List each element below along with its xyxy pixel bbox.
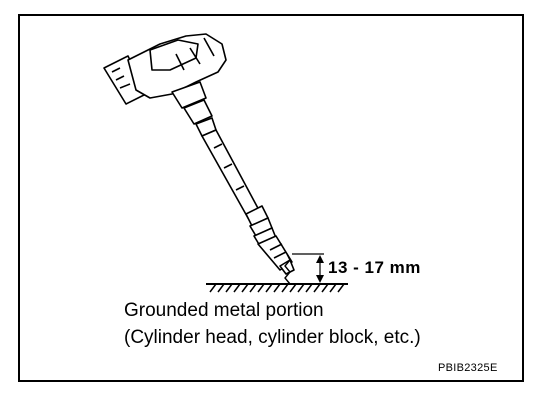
- spark-gap-zigzag: [284, 253, 291, 285]
- gap-distance-label: 13 - 17 mm: [328, 258, 421, 277]
- caption-grounded-metal: Grounded metal portion: [124, 300, 324, 321]
- ground-surface: [206, 283, 348, 293]
- caption-examples: (Cylinder head, cylinder block, etc.): [124, 327, 421, 348]
- dimension-arrowheads: [316, 255, 324, 283]
- figure-code: PBIB2325E: [438, 362, 498, 374]
- diagram-frame: [18, 14, 524, 382]
- ignition-coil-illustration: [103, 33, 295, 275]
